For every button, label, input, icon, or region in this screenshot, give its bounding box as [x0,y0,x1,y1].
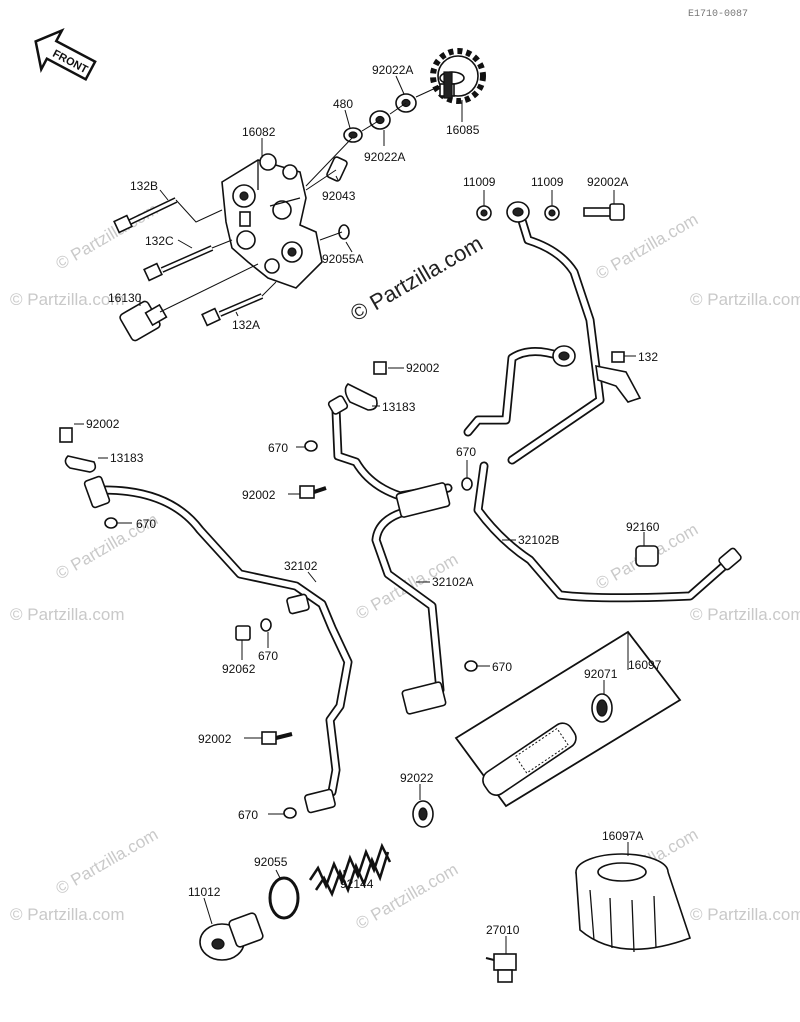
label-92002: 92002 [86,417,120,431]
bushing-92062 [235,625,251,641]
bolt-132C [143,245,214,282]
label-670: 670 [456,445,476,459]
oil-pipe-32102 [83,475,353,814]
label-670: 670 [136,517,156,531]
label-132: 132 [638,350,658,364]
o-ring-670 [260,618,272,632]
label-11009: 11009 [531,175,564,189]
oil-filter-screen-box [454,630,682,808]
label-92022A: 92022A [364,150,405,164]
label-16130: 16130 [108,291,142,305]
label-27010: 27010 [486,923,520,937]
label-670: 670 [268,441,288,455]
watermark: © Partzilla.com [690,290,800,309]
label-92144: 92144 [340,877,374,891]
label-670: 670 [238,808,258,822]
bolt-92002 [299,485,315,499]
bracket-132 [595,351,642,403]
label-92055: 92055 [254,855,288,869]
label-92160: 92160 [626,520,660,534]
bushing-92043 [326,156,348,182]
label-13183: 13183 [382,400,416,414]
label-92002A: 92002A [587,175,628,189]
o-ring-92055A [338,224,350,240]
oil-pipe-32102A [327,395,453,715]
label-16085: 16085 [446,123,480,137]
label-16097A: 16097A [602,829,643,843]
oil-pipe-32102B [473,461,742,603]
watermark: © Partzilla.com [690,605,800,624]
label-92022: 92022 [400,771,434,785]
label-132B: 132B [130,179,158,193]
label-92002: 92002 [406,361,440,375]
label-11012: 11012 [188,885,221,899]
part-labels: 92022A 480 16082 16085 92022A 132B 92043… [86,63,662,937]
bolt-92002-lower [261,731,277,745]
reference-code: E1710-0087 [688,9,748,20]
front-direction-arrow: FRONT [34,27,97,82]
oil-pipe-upper [506,201,605,465]
o-ring-670 [461,477,473,491]
label-670: 670 [492,660,512,674]
bolt-92002-left [59,427,73,443]
label-13183: 13183 [110,451,144,465]
bushing-92160 [635,545,659,567]
watermark: © Partzilla.com [10,905,125,924]
label-32102B: 32102B [518,533,559,547]
plate-13183-mid [344,383,378,411]
oil-filter-16097A [575,853,692,953]
spring-92144 [308,842,392,898]
label-11009: 11009 [463,175,496,189]
label-92043: 92043 [322,189,356,203]
watermark: © Partzilla.com [10,290,125,309]
label-16097: 16097 [628,658,662,672]
watermark: © Partzilla.com [10,605,125,624]
label-92002: 92002 [198,732,232,746]
watermark: © Partzilla.com [53,825,162,899]
label-92022A: 92022A [372,63,413,77]
label-92002: 92002 [242,488,276,502]
label-92071: 92071 [584,667,618,681]
watermark: © Partzilla.com [593,210,702,284]
label-16082: 16082 [242,125,276,139]
bolt-92002-mid [373,361,387,375]
label-132C: 132C [145,234,174,248]
oil-pump-sprocket [430,48,486,104]
label-leaders [74,75,645,954]
bolt-132A [201,293,264,327]
oil-pump-body [221,153,323,289]
label-670: 670 [258,649,278,663]
o-ring-670 [283,807,297,819]
label-92062: 92062 [222,662,256,676]
oil-pipe-mid [463,345,576,437]
assembly-lines [159,85,441,313]
label-132A: 132A [232,318,260,332]
o-ring-670 [104,517,118,529]
pipe-fitting-16130 [119,300,168,342]
o-ring-670 [304,440,318,452]
o-ring-670 [464,660,478,672]
oil-pressure-switch-27010 [485,953,517,983]
label-32102: 32102 [284,559,318,573]
plate-13183-left [64,455,97,473]
o-ring-92055 [268,876,300,920]
banjo-bolt-92002A [583,203,625,221]
watermark-center: © Partzilla.com [346,231,487,327]
label-92055A: 92055A [322,252,363,266]
plug-11012 [199,912,264,961]
bolt-132B [113,197,178,234]
label-32102A: 32102A [432,575,473,589]
label-480: 480 [333,97,353,111]
watermark: © Partzilla.com [690,905,800,924]
